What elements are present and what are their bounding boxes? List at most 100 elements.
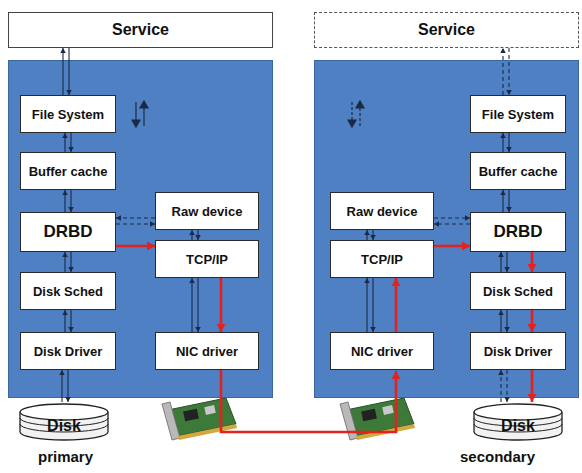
- layer-box: Raw device: [155, 192, 259, 230]
- connector-line: [220, 278, 223, 332]
- arrow-head: [498, 252, 504, 257]
- nic-card: [162, 398, 237, 440]
- connector-line: [372, 278, 373, 332]
- connector-line: [197, 278, 198, 332]
- arrow-head: [364, 230, 370, 235]
- node-text: Disk: [501, 417, 535, 435]
- node-text: Raw device: [172, 204, 243, 219]
- connector-line: [508, 48, 509, 95]
- arrow-head: [62, 252, 68, 257]
- layer-box: Disk Driver: [470, 332, 566, 370]
- layer-box: Disk Sched: [20, 272, 116, 310]
- io-arrow: [500, 133, 512, 152]
- node-text: Buffer cache: [29, 164, 108, 179]
- arrow-head: [504, 397, 510, 402]
- arrow-head: [500, 190, 506, 195]
- arrow-head: [189, 278, 195, 283]
- io-arrow: [364, 230, 376, 240]
- data-flow-arrow: [434, 242, 470, 251]
- node-text: Buffer cache: [479, 164, 558, 179]
- node-text: NIC driver: [351, 344, 413, 359]
- node-text: Disk Sched: [33, 284, 103, 299]
- layer-box: NIC driver: [330, 332, 434, 370]
- connector-line: [395, 278, 398, 332]
- arrow-head: [462, 242, 470, 251]
- io-arrow: [500, 48, 512, 95]
- io-arrow: [59, 370, 71, 402]
- host-label: secondary: [460, 448, 535, 465]
- node-text: Disk Driver: [34, 344, 103, 359]
- data-flow-arrow: [528, 310, 537, 332]
- connector-line: [62, 48, 63, 95]
- connector-line: [434, 217, 470, 218]
- layer-box: File System: [470, 95, 566, 133]
- node-text: Service: [112, 21, 169, 39]
- arrow-head: [364, 278, 370, 283]
- layer-box: Disk Sched: [470, 272, 566, 310]
- node-text: Service: [418, 21, 475, 39]
- layer-box: Disk Driver: [20, 332, 116, 370]
- data-flow-arrow: [221, 370, 400, 432]
- io-arrow: [116, 215, 155, 227]
- io-arrow: [364, 278, 376, 332]
- node-text: File System: [32, 107, 104, 122]
- connector-line: [221, 370, 396, 432]
- node-text: Raw device: [347, 204, 418, 219]
- io-arrow: [189, 230, 201, 240]
- arrow-head: [65, 397, 71, 402]
- disk-cylinder: Disk: [472, 402, 564, 442]
- node-text: NIC driver: [176, 344, 238, 359]
- connector-line: [191, 278, 192, 332]
- io-arrow: [498, 310, 510, 332]
- arrow-head: [500, 48, 506, 53]
- flow-arrows: [132, 101, 148, 127]
- arrow-head: [392, 278, 401, 286]
- arrow-head: [62, 133, 68, 138]
- io-arrow: [62, 252, 74, 272]
- arrow-head: [59, 370, 65, 375]
- flow-arrows: [348, 101, 364, 127]
- data-flow-arrow: [392, 278, 401, 332]
- arrow-head: [217, 324, 226, 332]
- node-text: Disk: [47, 417, 81, 435]
- layer-box: TCP/IP: [330, 240, 434, 278]
- arrow-head: [500, 133, 506, 138]
- io-arrow: [498, 252, 510, 272]
- drbd-box: DRBD: [20, 212, 116, 252]
- arrow-head: [60, 48, 66, 53]
- layer-box: NIC driver: [155, 332, 259, 370]
- drbd-box: DRBD: [470, 212, 566, 252]
- node-text: File System: [482, 107, 554, 122]
- connector-line: [68, 48, 69, 95]
- arrow-head: [528, 394, 537, 402]
- arrow-head: [528, 324, 537, 332]
- io-arrow: [189, 278, 201, 332]
- arrow-head: [62, 310, 68, 315]
- io-arrow: [62, 190, 74, 212]
- io-arrow: [434, 215, 470, 227]
- io-arrow: [62, 310, 74, 332]
- node-text: Disk Driver: [484, 344, 553, 359]
- arrow-head: [116, 215, 121, 221]
- disk-cylinder: Disk: [18, 402, 110, 442]
- layer-box: Buffer cache: [470, 152, 566, 190]
- layer-box: TCP/IP: [155, 240, 259, 278]
- connector-line: [502, 48, 503, 95]
- data-flow-arrow: [528, 370, 537, 402]
- arrow-head: [189, 230, 195, 235]
- layer-box: File System: [20, 95, 116, 133]
- host-label: primary: [38, 448, 93, 465]
- data-flow-arrow: [217, 278, 226, 332]
- node-text: DRBD: [43, 222, 92, 242]
- connector-line: [116, 223, 155, 224]
- layer-box: Buffer cache: [20, 152, 116, 190]
- data-flow-arrow: [528, 252, 537, 272]
- service-box: Service: [314, 12, 579, 48]
- service-box: Service: [8, 12, 273, 48]
- connector-line: [116, 217, 155, 218]
- io-arrow: [500, 190, 512, 212]
- nic-card: [340, 398, 415, 440]
- connector-line: [434, 223, 470, 224]
- node-text: Disk Sched: [483, 284, 553, 299]
- arrow-head: [147, 242, 155, 251]
